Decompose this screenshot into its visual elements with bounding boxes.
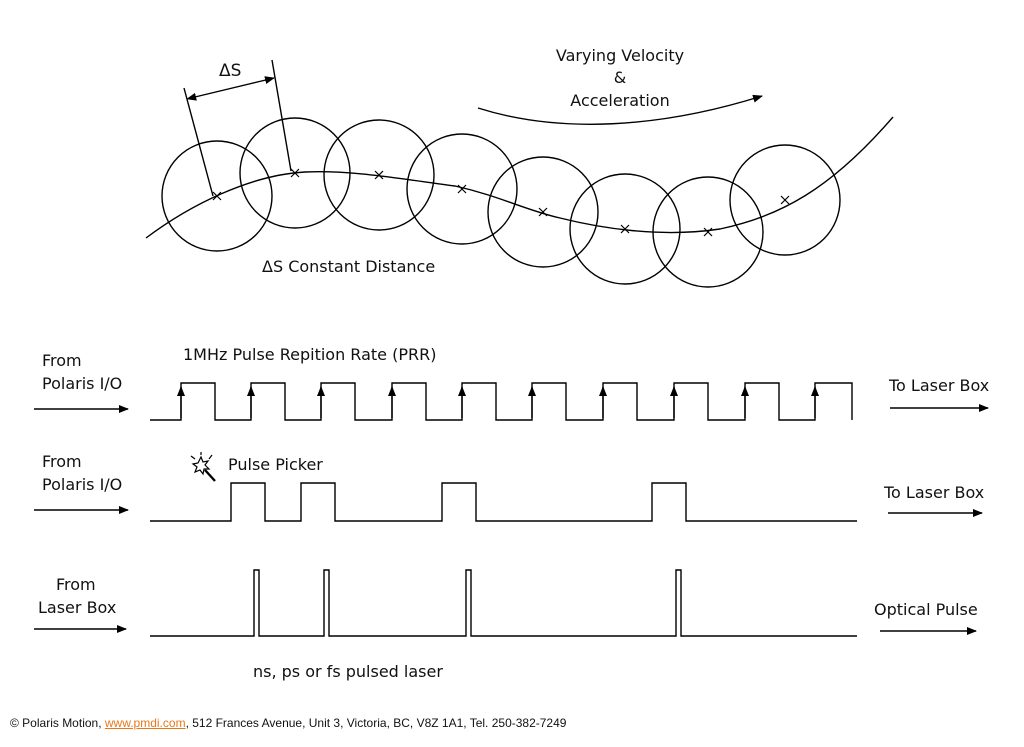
velocity-arrow <box>477 94 763 125</box>
signal-prr: From Polaris I/O 1MHz Pulse Repition Rat… <box>34 345 989 421</box>
footer-address: , 512 Frances Avenue, Unit 3, Victoria, … <box>185 716 567 730</box>
constant-distance-label: ΔS Constant Distance <box>262 257 435 276</box>
footer-prefix: © Polaris Motion, <box>10 716 105 730</box>
picker-title: Pulse Picker <box>228 455 323 474</box>
signal-picker: From Polaris I/O Pulse Picker To Laser B… <box>34 452 984 522</box>
picker-destination: To Laser Box <box>883 483 984 502</box>
prr-source-line2: Polaris I/O <box>42 374 122 393</box>
optical-source-line1: From <box>56 575 96 594</box>
trigger-circle <box>487 156 599 268</box>
optical-destination: Optical Pulse <box>874 600 978 619</box>
trigger-circle <box>406 133 518 245</box>
velocity-label-line3: Acceleration <box>570 91 669 110</box>
trigger-circle <box>569 173 681 285</box>
picker-source-line2: Polaris I/O <box>42 475 122 494</box>
trajectory-curve <box>145 116 894 239</box>
trigger-markers <box>212 168 790 237</box>
motion-path-group <box>145 59 894 288</box>
trigger-circle <box>323 119 435 231</box>
trigger-circle <box>161 140 273 252</box>
delta-s-dimension-arrow <box>186 76 275 101</box>
trigger-circle <box>652 176 764 288</box>
prr-source-line1: From <box>42 351 82 370</box>
prr-edge-markers <box>177 386 819 418</box>
optical-caption: ns, ps or fs pulsed laser <box>253 662 443 681</box>
velocity-label-line1: Varying Velocity <box>556 46 684 65</box>
footer-website-link[interactable]: www.pmdi.com <box>104 716 186 730</box>
delta-s-extension-left <box>183 87 214 197</box>
trigger-circle <box>239 117 351 229</box>
delta-s-extension-right <box>271 59 292 172</box>
signal-optical: From Laser Box Optical Pulse ns, ps or f… <box>34 569 978 681</box>
delta-s-label: ΔS <box>219 61 241 81</box>
trigger-circle <box>729 144 841 256</box>
velocity-label-line2: & <box>614 68 626 87</box>
optical-waveform <box>150 569 857 637</box>
footer: © Polaris Motion, www.pmdi.com, 512 Fran… <box>10 716 566 730</box>
picker-source-line1: From <box>42 452 82 471</box>
prr-waveform <box>150 382 853 421</box>
magic-wand-icon <box>190 452 216 482</box>
prr-destination: To Laser Box <box>888 376 989 395</box>
picker-waveform <box>150 482 857 522</box>
optical-source-line2: Laser Box <box>38 598 116 617</box>
prr-title: 1MHz Pulse Repition Rate (PRR) <box>183 345 436 364</box>
